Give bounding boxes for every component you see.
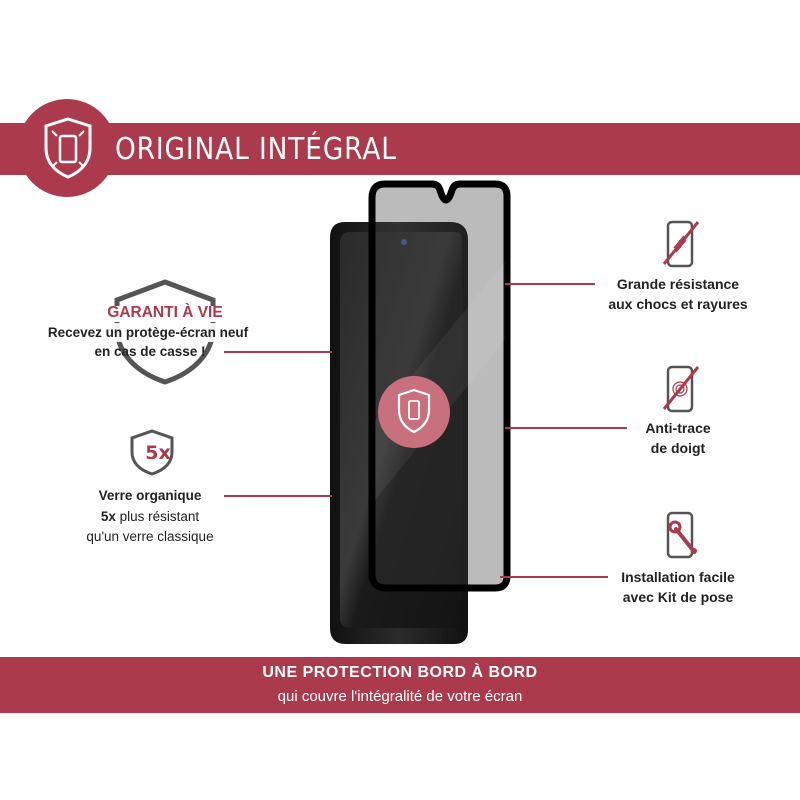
resistance-connector [505, 283, 595, 285]
warranty-title-bg [95, 306, 235, 322]
warranty-title: GARANTI À VIE [107, 304, 223, 321]
footer-banner [0, 657, 800, 713]
organic-line3: qu'un verre classique [86, 529, 214, 544]
phone-illustration [330, 180, 511, 644]
warranty-line2: en cas de casse ! [94, 344, 206, 359]
warranty-connector [224, 351, 332, 353]
phone-wrench-icon [666, 511, 697, 559]
header-banner [0, 123, 800, 175]
phone-fingerprint-icon [662, 365, 700, 413]
warranty-line1: Recevez un protège-écran neuf [18, 323, 278, 342]
organic-title: Verre organique [98, 488, 202, 503]
organic-badge: 5x [145, 442, 170, 464]
footer-subtitle: qui couvre l'intégralité de votre écran [277, 688, 523, 705]
antitrace-line2: de doigt [650, 440, 706, 456]
antitrace-line1: Anti-trace [645, 420, 711, 436]
organic-5x-bold: 5x [100, 509, 116, 524]
organic-connector [224, 495, 332, 497]
install-line2: avec Kit de pose [622, 589, 734, 605]
resistance-line2: aux chocs et rayures [608, 296, 748, 312]
shield-5x-icon: 5x [130, 429, 174, 476]
organic-line2: 5x plus résistant [60, 507, 240, 526]
phone-scratch-icon [662, 220, 700, 268]
install-line1: Installation facile [621, 569, 735, 585]
organic-line2-rest: plus résistant [115, 509, 200, 524]
page-title: ORIGINAL INTÉGRAL [115, 132, 397, 167]
antitrace-connector [505, 427, 627, 429]
resistance-line1: Grande résistance [616, 276, 740, 292]
install-connector [500, 576, 608, 578]
footer-title: UNE PROTECTION BORD À BORD [262, 664, 538, 681]
header-badge [18, 99, 116, 197]
shield-phone-icon [44, 117, 92, 179]
